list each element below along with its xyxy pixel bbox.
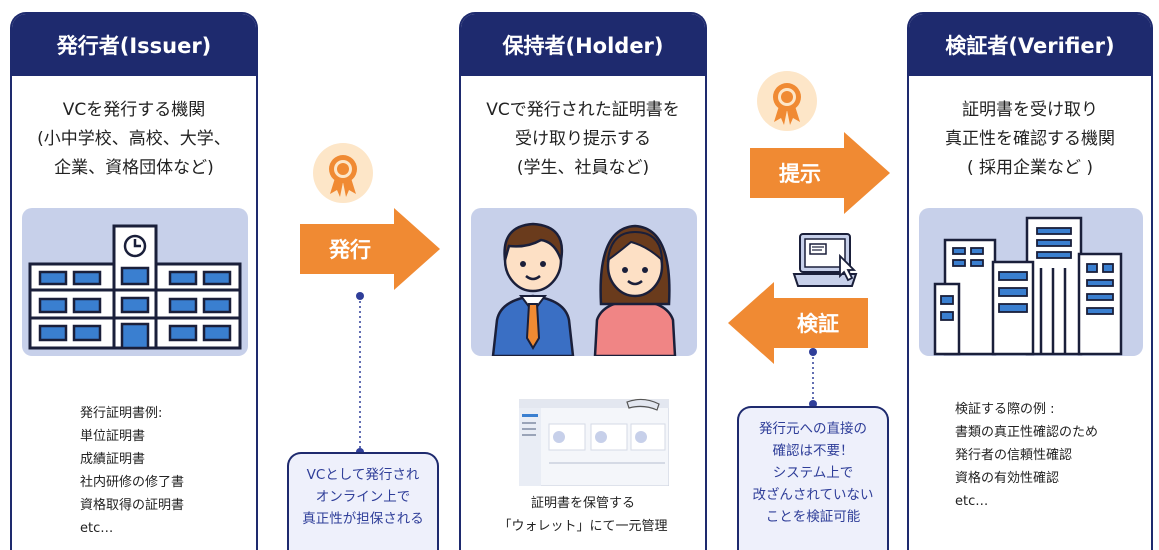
issue-arrow: 発行 xyxy=(300,208,440,290)
verify-arrow: 検証 xyxy=(728,282,868,364)
student-employee-icon xyxy=(491,222,677,356)
verify-label: 検証 xyxy=(797,312,839,336)
verifier-desc-line: 真正性を確認する機関 xyxy=(945,129,1115,149)
verify-note: 発行元への直接の 確認は不要！ システム上で 改ざんされていない ことを検証可能 xyxy=(737,406,889,550)
note-line: 発行元への直接の xyxy=(759,421,867,437)
wallet-caption-line: 「ウォレット」にて一元管理 xyxy=(498,519,668,534)
note-line: オンライン上で xyxy=(315,489,411,505)
note-line: 確認は不要！ xyxy=(772,443,854,459)
wallet-screenshot xyxy=(518,398,670,487)
note-line: システム上で xyxy=(772,465,854,481)
issuer-desc-line: VCを発行する機関 xyxy=(62,100,206,120)
list-item: 成績証明書 xyxy=(80,452,146,467)
list-item: 発行者の信頼性確認 xyxy=(955,448,1073,463)
verifier-description: 証明書を受け取り 真正性を確認する機関 ( 採用企業など ) xyxy=(909,96,1151,183)
issuer-title: 発行者(Issuer) xyxy=(12,14,256,76)
issuer-description: VCを発行する機関 (小中学校、高校、大学、 企業、資格団体など) xyxy=(12,96,256,183)
wallet-caption-line: 証明書を保管する xyxy=(530,496,635,511)
note-line: VCとして発行され xyxy=(306,467,420,483)
laptop-cursor-icon xyxy=(792,233,858,287)
note-line: 真正性が担保される xyxy=(302,511,424,527)
present-arrow: 提示 xyxy=(750,132,890,214)
issue-label: 発行 xyxy=(329,238,371,262)
list-item: etc… xyxy=(80,521,114,536)
present-label: 提示 xyxy=(779,162,821,186)
issuer-desc-line: (小中学校、高校、大学、 xyxy=(37,129,231,149)
issuer-examples: 発行証明書例: 単位証明書 成績証明書 社内研修の修了書 資格取得の証明書 et… xyxy=(80,402,184,540)
holder-description: VCで発行された証明書を 受け取り提示する (学生、社員など) xyxy=(461,96,705,183)
list-item: 資格の有効性確認 xyxy=(955,471,1060,486)
school-illustration xyxy=(22,208,248,356)
people-illustration xyxy=(471,208,697,356)
school-building-icon xyxy=(28,224,242,350)
wallet-screenshot-icon xyxy=(518,398,670,487)
verify-connector xyxy=(809,348,817,408)
issue-connector xyxy=(356,292,364,456)
issuer-panel: 発行者(Issuer) VCを発行する機関 (小中学校、高校、大学、 企業、資格… xyxy=(10,12,258,550)
verifier-title: 検証者(Verifier) xyxy=(909,14,1151,76)
verifier-examples: 検証する際の例 : 書類の真正性確認のため 発行者の信頼性確認 資格の有効性確認… xyxy=(955,398,1098,513)
list-item: 発行証明書例: xyxy=(80,406,163,421)
note-line: ことを検証可能 xyxy=(765,509,861,525)
holder-desc-line: 受け取り提示する xyxy=(515,129,651,149)
note-line: 改ざんされていない xyxy=(752,487,874,503)
award-medal-icon xyxy=(757,71,817,131)
holder-desc-line: (学生、社員など) xyxy=(516,158,650,178)
holder-panel: 保持者(Holder) VCで発行された証明書を 受け取り提示する (学生、社員… xyxy=(459,12,707,550)
list-item: 資格取得の証明書 xyxy=(80,498,185,513)
list-item: etc… xyxy=(955,494,989,509)
award-medal-icon xyxy=(313,143,373,203)
list-item: 書類の真正性確認のため xyxy=(955,425,1099,440)
verifier-desc-line: 証明書を受け取り xyxy=(962,100,1098,120)
wallet-caption: 証明書を保管する 「ウォレット」にて一元管理 xyxy=(461,492,705,538)
list-item: 社内研修の修了書 xyxy=(80,475,185,490)
verifier-panel: 検証者(Verifier) 証明書を受け取り 真正性を確認する機関 ( 採用企業… xyxy=(907,12,1153,550)
list-item: 検証する際の例 : xyxy=(955,402,1055,417)
holder-desc-line: VCで発行された証明書を xyxy=(486,100,680,120)
list-item: 単位証明書 xyxy=(80,429,146,444)
issue-note: VCとして発行され オンライン上で 真正性が担保される xyxy=(287,452,439,550)
issuer-desc-line: 企業、資格団体など) xyxy=(54,158,214,178)
holder-title: 保持者(Holder) xyxy=(461,14,705,76)
verifier-desc-line: ( 採用企業など ) xyxy=(966,158,1094,178)
office-buildings-icon xyxy=(933,216,1123,356)
buildings-illustration xyxy=(919,208,1143,356)
